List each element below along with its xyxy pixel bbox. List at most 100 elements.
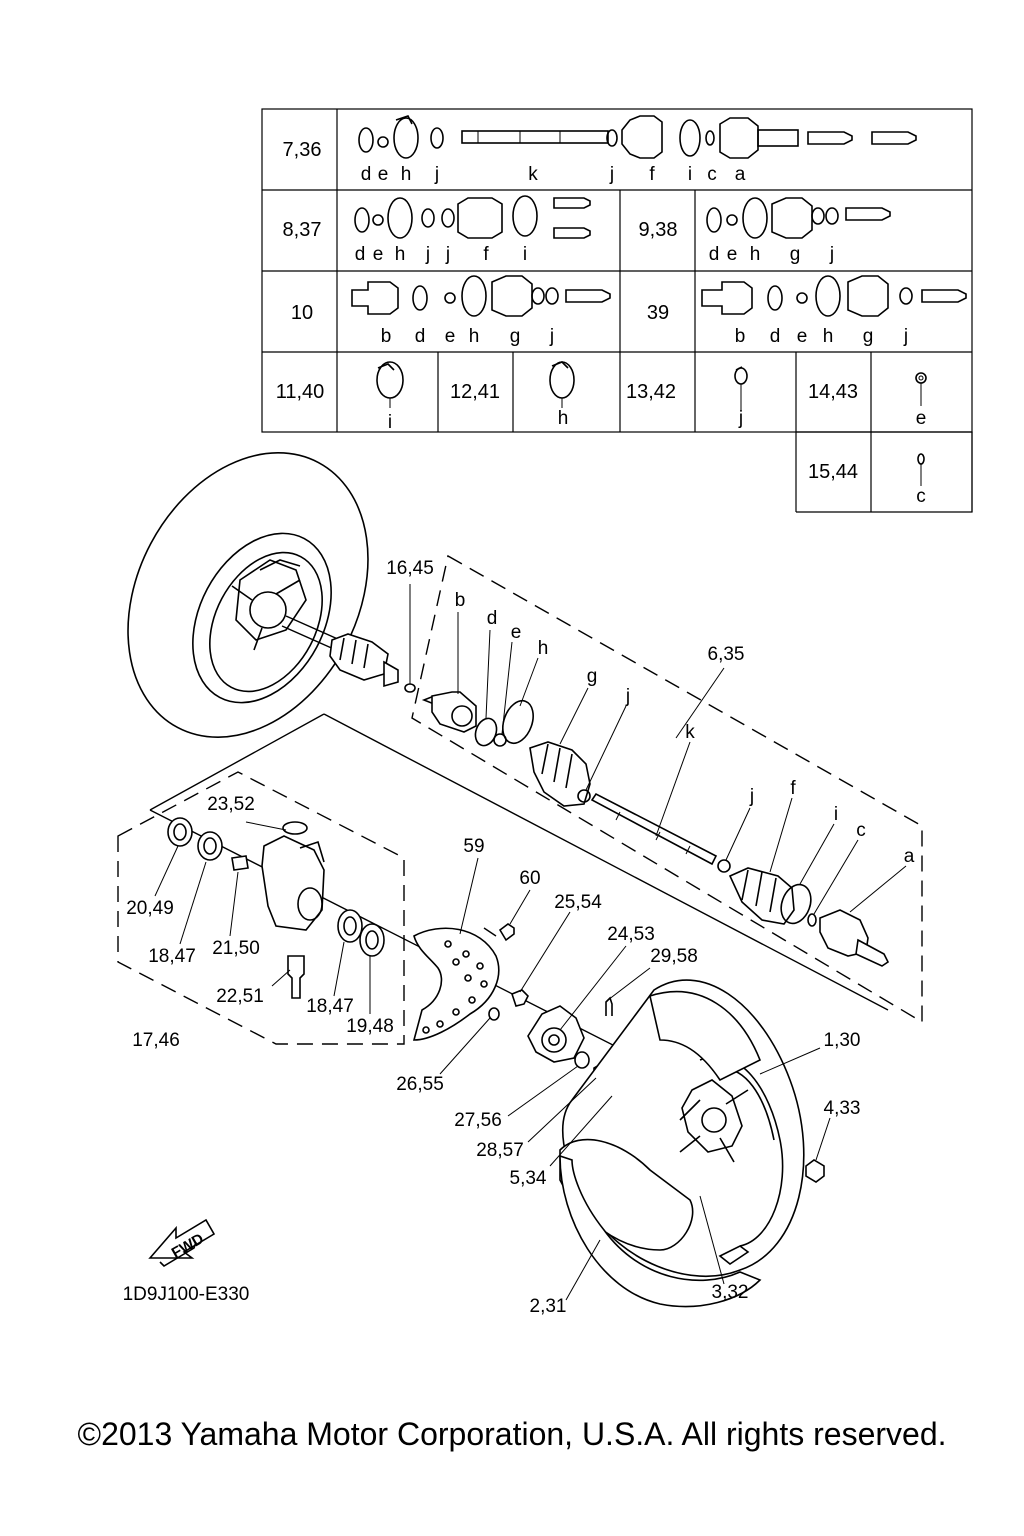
row-4-letter: j (738, 408, 743, 429)
svg-text:g: g (510, 326, 521, 347)
row-4-letter: i (388, 412, 392, 433)
table-label: 11,40 (276, 381, 325, 403)
svg-text:d: d (487, 608, 498, 629)
lower-wheel (559, 979, 825, 1308)
copyright-notice: ©2013 Yamaha Motor Corporation, U.S.A. A… (77, 1416, 947, 1452)
row-9-38-parts (706, 197, 891, 239)
svg-text:e: e (378, 164, 389, 185)
knuckle-assembly-boundary (117, 771, 405, 1045)
brake-disc (412, 927, 500, 1041)
lower-leaders (439, 857, 831, 1301)
svg-text:e: e (727, 244, 738, 265)
row-10-letters: b d e h g j (381, 326, 554, 347)
svg-text:2,31: 2,31 (530, 1296, 567, 1317)
table-label: 39 (647, 302, 669, 324)
svg-text:e: e (445, 326, 456, 347)
part-labels: 16,45 6,35 23,52 59 60 25,54 24,53 29,58… (126, 558, 860, 1317)
svg-text:d: d (355, 244, 366, 265)
svg-text:i: i (523, 244, 527, 265)
svg-text:c: c (707, 164, 717, 185)
svg-text:k: k (685, 722, 695, 743)
svg-text:b: b (455, 590, 466, 611)
svg-text:18,47: 18,47 (306, 996, 354, 1017)
svg-text:26,55: 26,55 (396, 1074, 444, 1095)
table-label: 10 (291, 302, 313, 324)
svg-text:g: g (863, 326, 874, 347)
table-label: 9,38 (639, 219, 678, 241)
svg-text:h: h (750, 244, 761, 265)
svg-text:21,50: 21,50 (212, 938, 260, 959)
svg-text:j: j (549, 326, 554, 347)
knuckle-parts (167, 817, 385, 999)
svg-text:20,49: 20,49 (126, 898, 174, 919)
svg-text:e: e (511, 622, 522, 643)
shaft-leaders (457, 612, 907, 915)
svg-text:5,34: 5,34 (510, 1168, 547, 1189)
svg-text:27,56: 27,56 (454, 1110, 502, 1131)
svg-text:29,58: 29,58 (650, 946, 698, 967)
svg-text:j: j (445, 244, 450, 265)
svg-text:f: f (649, 164, 655, 185)
row-4-letter: e (916, 408, 927, 429)
row-8-37-parts (354, 195, 591, 239)
svg-text:j: j (829, 244, 834, 265)
reference-table (261, 108, 973, 513)
svg-text:18,47: 18,47 (148, 946, 196, 967)
svg-text:h: h (469, 326, 480, 347)
svg-text:j: j (609, 164, 614, 185)
svg-text:c: c (856, 820, 866, 841)
svg-text:h: h (823, 326, 834, 347)
svg-text:h: h (538, 638, 549, 659)
svg-text:e: e (797, 326, 808, 347)
svg-text:g: g (587, 666, 598, 687)
row-39-letters: b d e h g j (735, 326, 908, 347)
svg-text:g: g (790, 244, 801, 265)
shaft-letters: b d e h g j k j f i c a (455, 590, 915, 867)
svg-text:19,48: 19,48 (346, 1016, 394, 1037)
row-4-letter: h (558, 408, 569, 429)
table-label: 14,43 (808, 381, 858, 403)
exploded-shaft (421, 691, 890, 967)
svg-text:b: b (735, 326, 746, 347)
knuckle-leaders (154, 821, 371, 1014)
upper-wheel (127, 452, 369, 738)
svg-text:f: f (790, 778, 796, 799)
svg-text:a: a (735, 164, 746, 185)
svg-text:60: 60 (519, 868, 540, 889)
table-label: 7,36 (283, 139, 322, 161)
svg-text:23,52: 23,52 (207, 794, 255, 815)
svg-text:25,54: 25,54 (554, 892, 602, 913)
row-39-parts (701, 275, 967, 317)
svg-text:28,57: 28,57 (476, 1140, 524, 1161)
svg-text:24,53: 24,53 (607, 924, 655, 945)
row-5-letter: c (916, 486, 926, 507)
svg-text:h: h (401, 164, 412, 185)
table-label: 13,42 (626, 381, 676, 403)
svg-text:b: b (381, 326, 392, 347)
svg-text:j: j (749, 786, 754, 807)
svg-text:d: d (709, 244, 720, 265)
svg-text:d: d (361, 164, 372, 185)
table-label: 8,37 (283, 219, 322, 241)
svg-text:3,32: 3,32 (712, 1282, 749, 1303)
svg-text:h: h (395, 244, 406, 265)
svg-text:17,46: 17,46 (132, 1030, 180, 1051)
svg-text:k: k (528, 164, 538, 185)
svg-text:i: i (834, 804, 838, 825)
svg-text:j: j (434, 164, 439, 185)
svg-text:i: i (688, 164, 692, 185)
table-label: 12,41 (450, 381, 500, 403)
shaft-assembly-boundary (411, 554, 923, 1024)
row-10-parts (351, 275, 611, 317)
row-4-parts (376, 361, 927, 486)
diagram-code: 1D9J100-E330 (123, 1284, 250, 1305)
svg-text:16,45: 16,45 (386, 558, 434, 579)
svg-text:e: e (373, 244, 384, 265)
svg-text:j: j (425, 244, 430, 265)
svg-text:j: j (625, 686, 630, 707)
svg-text:d: d (415, 326, 426, 347)
row-7-36-letters: d e h j k j f i c a (361, 164, 746, 185)
row-8-37-letters: d e h j j f i (355, 244, 527, 265)
svg-text:f: f (483, 244, 489, 265)
